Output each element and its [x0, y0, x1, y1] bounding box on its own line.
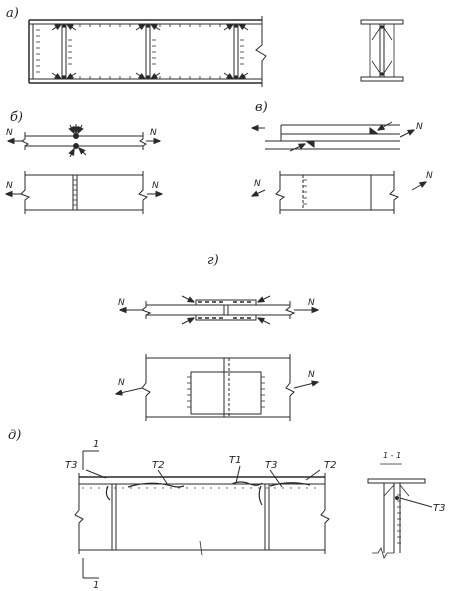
crack-label-t3-right: Т3 [265, 460, 277, 471]
panel-d: д) 1 Т3 Т2 Т1 Т3 Т2 1 [8, 428, 445, 591]
girder-elevation [28, 16, 267, 87]
panel-g: г) N N N N [116, 253, 318, 421]
force-label-g-plan-right: N [308, 370, 315, 380]
girder-cross-section [360, 19, 404, 82]
panel-v-label: в) [255, 100, 268, 115]
panel-d-label: д) [8, 428, 21, 443]
panel-g-label: г) [207, 253, 219, 268]
crack-label-t2-right: Т2 [324, 460, 336, 471]
force-label-b-plan-left: N [6, 181, 13, 191]
crack-label-t3-section: Т3 [433, 503, 445, 514]
force-label-v-plan-right: N [426, 171, 433, 181]
crack-label-t3-left: Т3 [65, 460, 77, 471]
force-label-g-plan-left: N [118, 378, 125, 388]
panel-b-label: б) [10, 110, 23, 125]
section-title: 1 - 1 [383, 451, 401, 460]
section-mark-bottom: 1 [93, 580, 99, 591]
force-label-v-right: N [416, 122, 423, 132]
panel-a-label: а) [6, 6, 19, 21]
crack-label-t1: Т1 [229, 455, 241, 466]
force-label-b-left: N [6, 128, 13, 138]
panel-b: б) N N N N [6, 110, 162, 214]
section-mark-top: 1 [93, 439, 99, 450]
crack-label-t2-mid: Т2 [152, 460, 164, 471]
force-label-g-right: N [308, 298, 315, 308]
panel-v: в) N N N [252, 100, 433, 214]
force-label-g-left: N [118, 298, 125, 308]
force-label-b-right: N [150, 128, 157, 138]
force-label-v-plan-left: N [254, 179, 261, 189]
force-label-b-plan-right: N [152, 181, 159, 191]
panel-a: а) [6, 6, 404, 87]
